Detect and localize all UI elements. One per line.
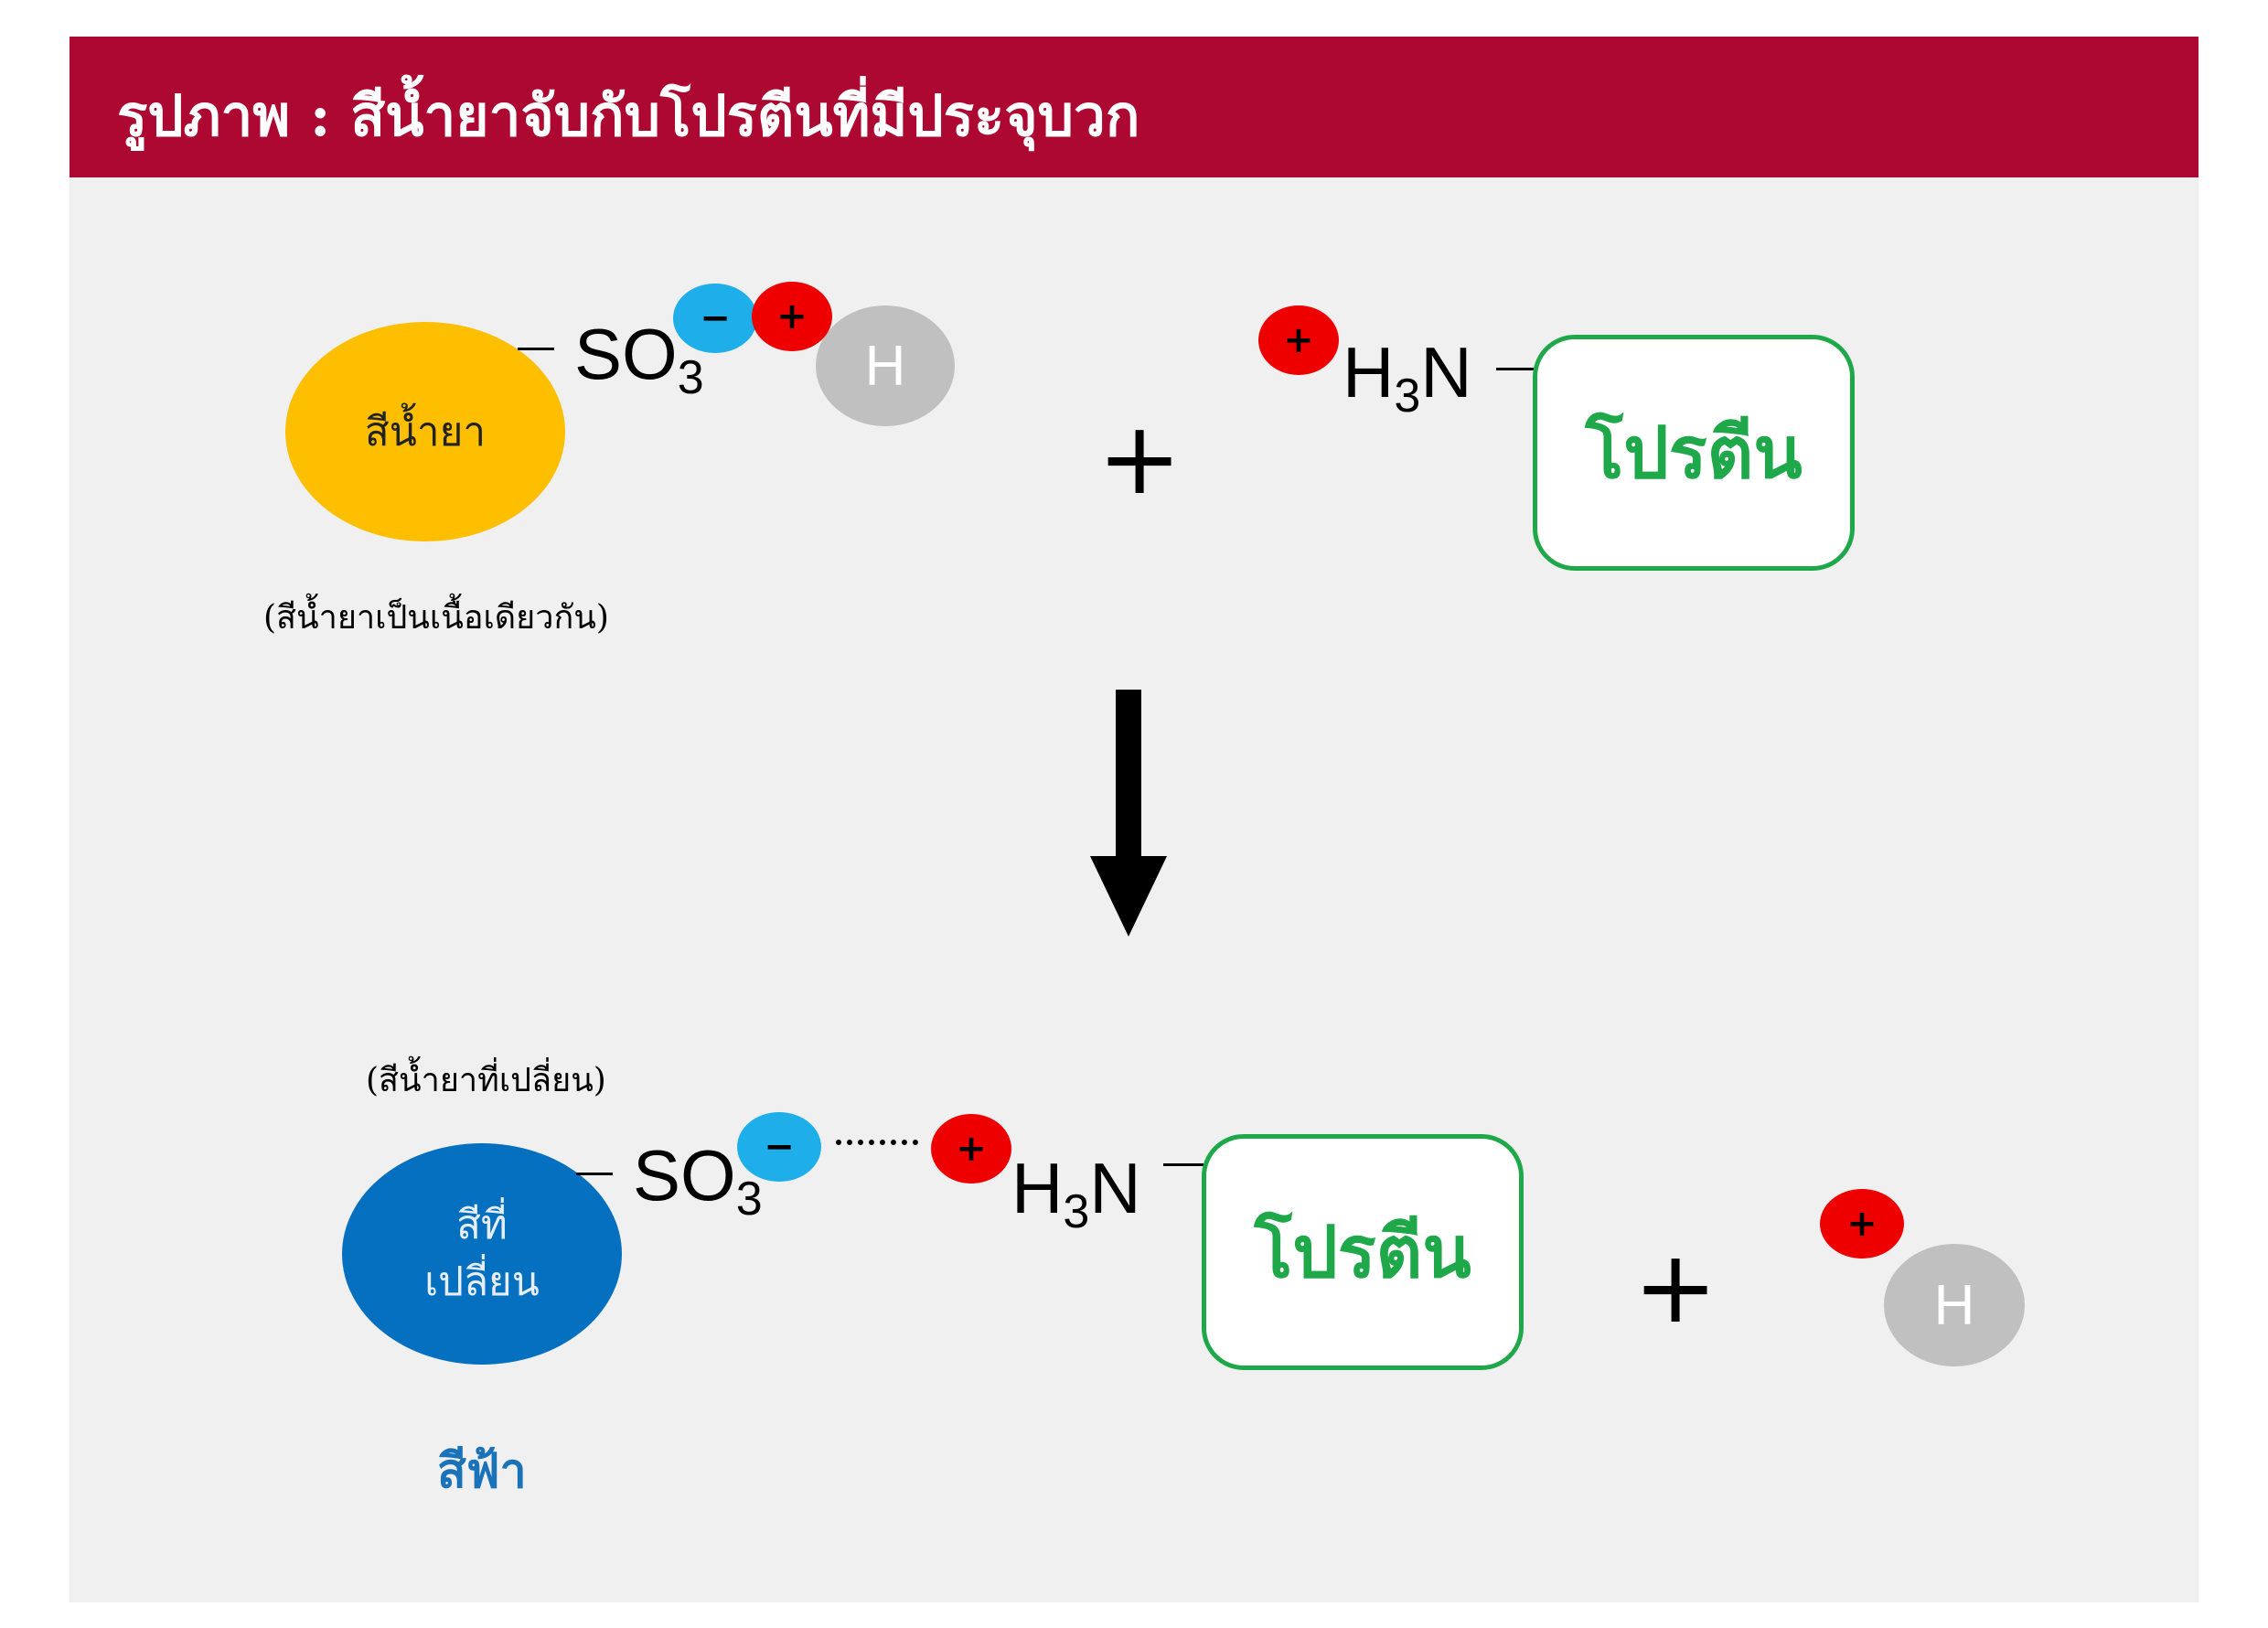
reaction-arrow [1090, 690, 1167, 937]
plus-sign-bottom: + [1633, 1228, 1718, 1345]
amine-protein-bond-top [1496, 368, 1536, 370]
hydrogen-ion-bottom [1884, 1244, 2025, 1366]
protein-label-top: โปรตีน [1585, 412, 1803, 495]
positive-charge-amine-bottom: + [931, 1114, 1011, 1184]
amine-group-top: H3N [1343, 332, 1472, 423]
protein-box-top: โปรตีน [1533, 335, 1855, 571]
dye-changed-label-line2: เปลี่ยน [424, 1258, 540, 1305]
negative-charge-top: − [673, 284, 757, 353]
dye-original: สีน้ำยา [285, 322, 565, 541]
dye-so3-bond [518, 348, 554, 350]
plus-sign-top: + [1097, 400, 1182, 517]
negative-charge-bottom: − [737, 1112, 821, 1182]
hydrogen-label-top: H [864, 334, 906, 398]
ionic-interaction-dots [836, 1140, 918, 1145]
dye-changed: สีที่ เปลี่ยน [342, 1143, 622, 1365]
dye-changed-label-line1: สีที่ [456, 1202, 508, 1249]
positive-charge-amine-top: + [1258, 305, 1339, 375]
dye-original-caption: (สีน้ำยาเป็นเนื้อเดียวกัน) [263, 599, 609, 637]
so3-group-top: SO3 [574, 314, 704, 404]
amine-group-bottom: H3N [1011, 1148, 1141, 1238]
dye-changed-caption: (สีน้ำยาที่เปลี่ยน) [366, 1062, 606, 1099]
color-name-label: สีฟ้า [437, 1444, 527, 1499]
so3-group-bottom: SO3 [633, 1135, 763, 1226]
hydrogen-label-bottom: H [1933, 1273, 1975, 1337]
diagram-panel: สีน้ำยา (สีน้ำยาเป็นเนื้อเดียวกัน) SO3 H… [70, 177, 2198, 1602]
dye-original-label: สีน้ำยา [364, 409, 487, 455]
title-banner: รูปภาพ : สีน้ำยาจับกับโปรตีนที่มีประจุบว… [70, 37, 2198, 177]
hydrogen-ion-top [816, 305, 955, 426]
protein-label-bottom: โปรตีน [1254, 1212, 1471, 1294]
positive-charge-hydrogen-bottom: + [1820, 1189, 1904, 1258]
positive-charge-top: + [752, 282, 832, 351]
dye-so3-bond-bottom [576, 1173, 613, 1175]
protein-box-bottom: โปรตีน [1202, 1134, 1524, 1370]
amine-protein-bond-bottom [1163, 1163, 1204, 1166]
page-title: รูปภาพ : สีน้ำยาจับกับโปรตีนที่มีประจุบว… [117, 82, 1140, 149]
